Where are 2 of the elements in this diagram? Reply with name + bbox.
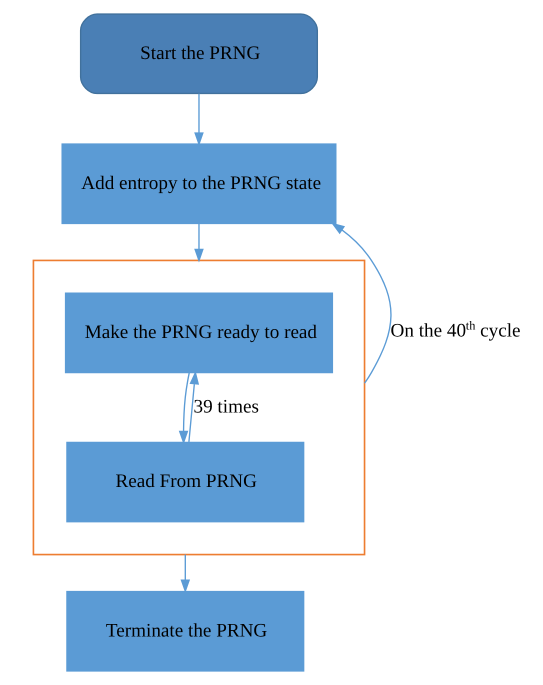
edge-label: 39 times [194, 396, 259, 418]
edge-label: On the 40$^{th}$ cycle [390, 318, 521, 342]
